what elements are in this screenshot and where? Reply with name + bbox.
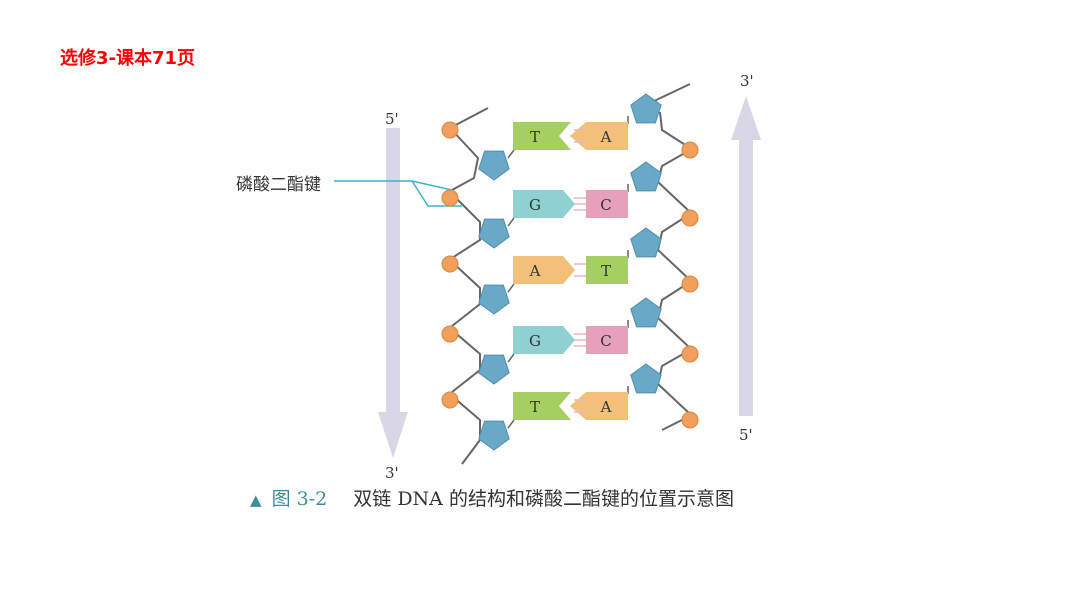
- caption-marker-icon: ▲: [250, 491, 262, 509]
- right-base-shape: [570, 122, 628, 150]
- right-base-label: T: [601, 262, 611, 280]
- left-base-shape: [513, 256, 575, 284]
- phosphodiester-bond-label: 磷酸二酯键: [236, 175, 321, 195]
- left-base-label: T: [530, 128, 540, 146]
- right-strand-arrow: [731, 96, 761, 416]
- left-phosphate-icon: [441, 391, 459, 409]
- right-sugar-icon: [630, 363, 662, 394]
- right-base-shape: [586, 190, 628, 218]
- right-base-label: C: [600, 332, 611, 350]
- left-top-end-label: 5': [385, 110, 399, 128]
- right-base-label: A: [600, 398, 612, 416]
- caption-text: 双链 DNA 的结构和磷酸二酯键的位置示意图: [353, 488, 734, 510]
- left-bottom-end-label: 3': [385, 464, 399, 482]
- header-note: 选修3-课本71页: [60, 48, 196, 69]
- left-sugar-icon: [478, 218, 510, 249]
- left-base-shape: [513, 392, 571, 420]
- left-phosphate-icon: [441, 325, 459, 343]
- right-base-shape: [570, 392, 628, 420]
- left-base-label: G: [529, 332, 541, 350]
- left-phosphate-icon: [441, 255, 459, 273]
- left-phosphate-icon: [441, 189, 459, 207]
- left-sugar-icon: [478, 284, 510, 315]
- left-stem: [507, 353, 515, 363]
- right-base-shape: [586, 256, 628, 284]
- right-phosphate-icon: [681, 345, 699, 363]
- left-strand-arrow: [378, 128, 408, 458]
- left-sugar-icon: [478, 150, 510, 181]
- left-stem: [507, 217, 515, 227]
- right-base-label: A: [600, 128, 612, 146]
- right-phosphate-icon: [681, 141, 699, 159]
- right-top-end-label: 3': [740, 72, 754, 90]
- left-base-shape: [513, 122, 571, 150]
- right-sugar-icon: [630, 297, 662, 328]
- right-sugar-icon: [630, 227, 662, 258]
- left-sugar-icon: [478, 420, 510, 451]
- left-sugar-icon: [478, 354, 510, 385]
- left-phosphate-icon: [441, 121, 459, 139]
- right-base-shape: [586, 326, 628, 354]
- left-stem: [507, 419, 515, 429]
- figure-caption: ▲ 图 3-2 双链 DNA 的结构和磷酸二酯键的位置示意图: [250, 484, 734, 511]
- right-phosphate-icon: [681, 411, 699, 429]
- left-base-shape: [513, 326, 575, 354]
- right-bottom-end-label: 5': [739, 426, 753, 444]
- left-stem: [507, 149, 515, 159]
- left-backbone: [449, 107, 489, 465]
- left-stem: [507, 283, 515, 293]
- right-sugar-icon: [630, 161, 662, 192]
- left-base-shape: [513, 190, 575, 218]
- right-base-label: C: [600, 196, 611, 214]
- right-phosphate-icon: [681, 275, 699, 293]
- right-phosphate-icon: [681, 209, 699, 227]
- left-base-label: T: [530, 398, 540, 416]
- figure-number: 图 3-2: [271, 488, 328, 510]
- left-base-label: G: [529, 196, 541, 214]
- left-base-label: A: [529, 262, 541, 280]
- right-sugar-icon: [630, 93, 662, 124]
